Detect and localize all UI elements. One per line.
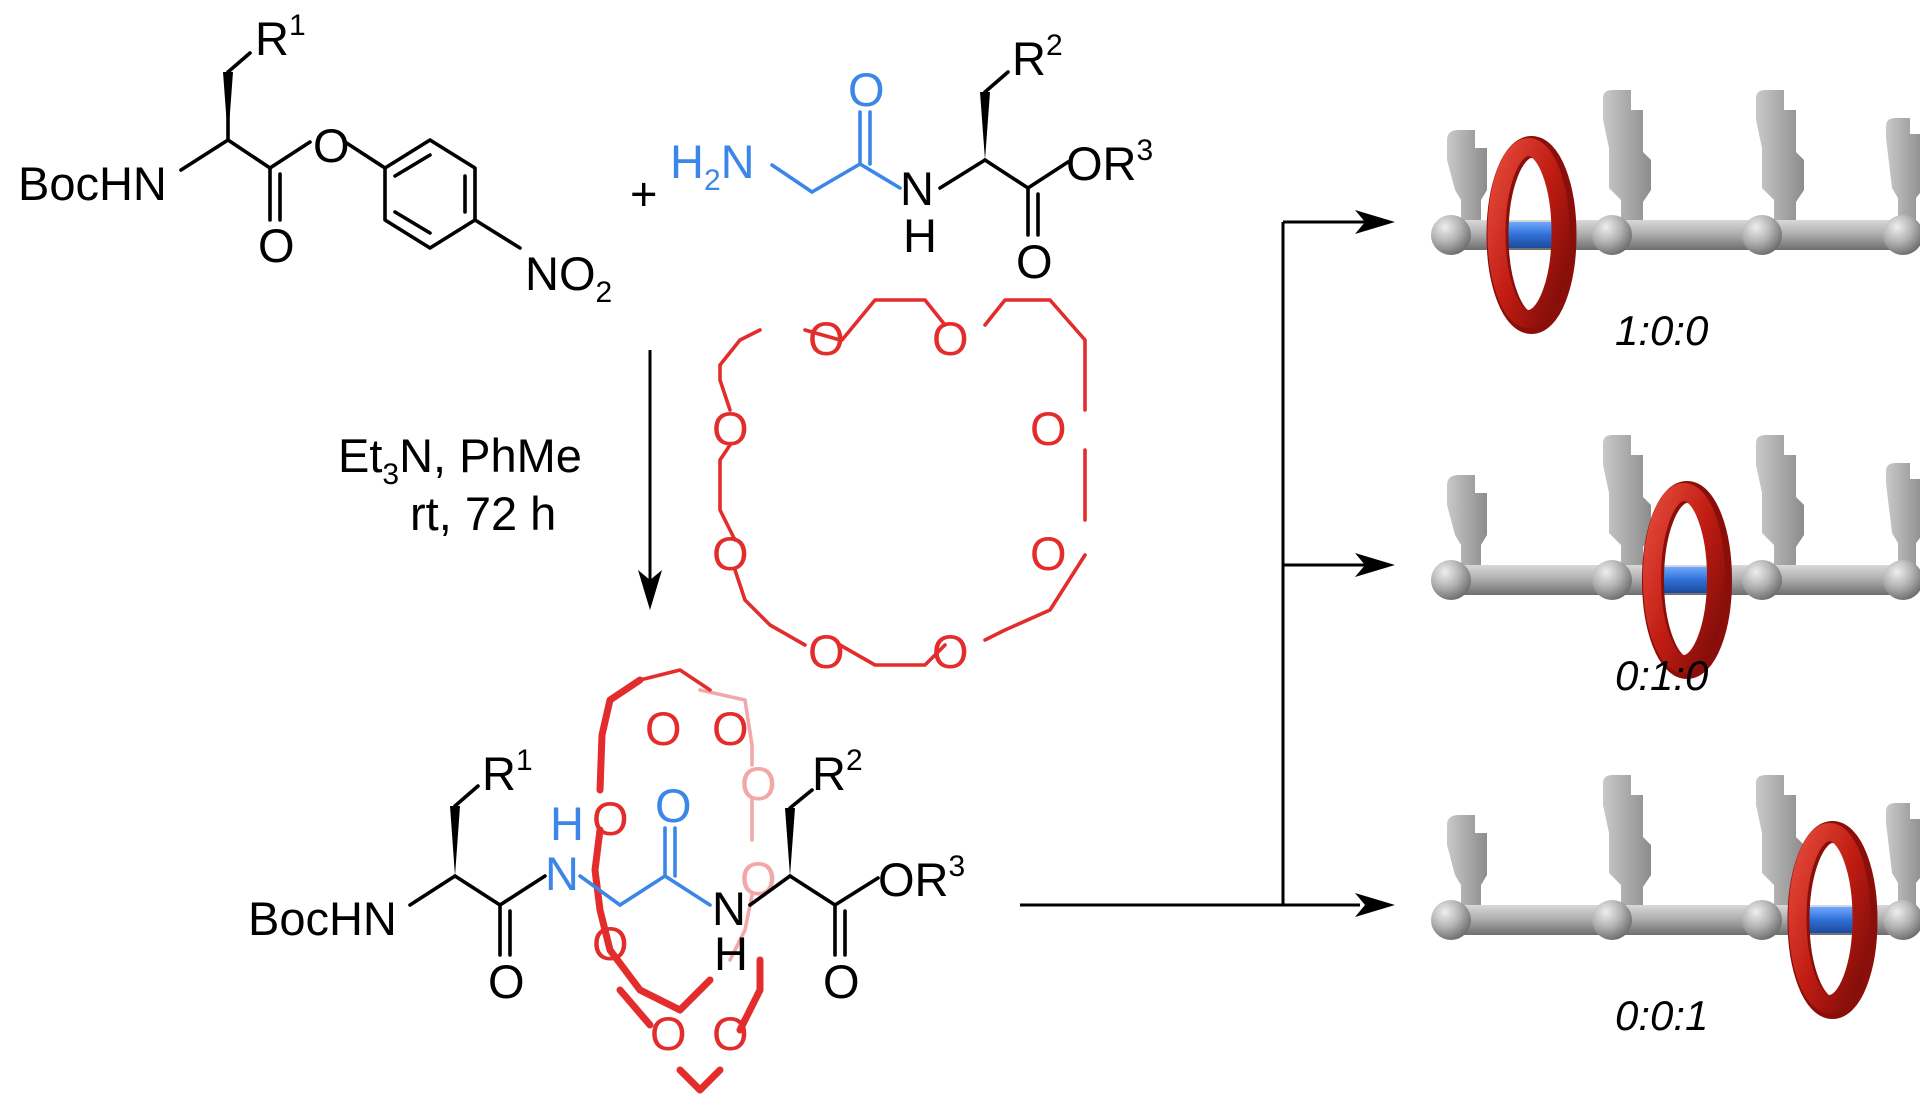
amine-label: H2N: [670, 135, 755, 197]
branch-arrows: [1020, 210, 1395, 917]
crown-oxygen-front: O: [712, 702, 749, 755]
crown-oxygen: O: [932, 625, 969, 678]
arrow-head-bottom: [1355, 893, 1395, 917]
plus-sign: +: [630, 167, 657, 220]
amide-n-label: N: [900, 162, 934, 215]
outcome-models: 1:0:0 0:1:0 0:0:1: [1431, 90, 1920, 1039]
crown-oxygen-back: O: [740, 852, 777, 905]
carbonyl-oxygen-label: O: [258, 219, 295, 272]
reactant-1-bonds: [179, 51, 522, 250]
reactant-1: R1 BocHN O O NO2: [18, 9, 612, 309]
glycine-station-front: [1519, 222, 1544, 248]
or3-label: OR3: [1066, 134, 1153, 190]
rotaxane-model: 0:1:0: [1431, 435, 1920, 699]
ester-carbonyl-oxygen: O: [1016, 235, 1053, 288]
product-r1-label: R1: [482, 744, 533, 800]
product-amide-n: N: [712, 882, 746, 935]
conditions-line-2: rt, 72 h: [410, 487, 556, 540]
crown-oxygen: O: [712, 402, 749, 455]
product-glycine-h: H: [550, 797, 584, 850]
product-bochn-label: BocHN: [248, 892, 397, 945]
glycine-carbonyl-oxygen: O: [848, 63, 885, 116]
product-glycine-carbonyl-o: O: [655, 779, 692, 832]
product-glycine-n: N: [545, 847, 579, 900]
product-amide-h: H: [714, 927, 748, 980]
glycine-station-front: [1820, 907, 1845, 933]
ratio-label: 0:1:0: [1615, 652, 1709, 699]
glycine-station-front: [1675, 567, 1699, 593]
crown-oxygen-front: O: [645, 702, 682, 755]
rotaxane-product: O O O O O O O O BocHN R1 O H N O N H: [248, 668, 965, 1094]
rotaxane-model: 0:0:1: [1431, 775, 1920, 1039]
crown-oxygen-front: O: [592, 792, 629, 845]
product-carbonyl-oxygen-right: O: [823, 955, 860, 1008]
reaction-conditions: Et3N, PhMe rt, 72 h: [338, 350, 662, 610]
macrocycle-ring: [1788, 823, 1871, 1013]
crown-ether-24c8: O O O O O O O O: [712, 298, 1087, 678]
crown-oxygen-back: O: [740, 757, 777, 810]
crown-oxygen: O: [1030, 402, 1067, 455]
ratio-label: 1:0:0: [1615, 307, 1709, 354]
product-carbonyl-oxygen-left: O: [488, 955, 525, 1008]
product-r2-label: R2: [812, 744, 863, 800]
ratio-label: 0:0:1: [1615, 992, 1708, 1039]
crown-oxygen: O: [808, 312, 845, 365]
crown-oxygen: O: [808, 625, 845, 678]
r2-label: R2: [1012, 29, 1063, 85]
arrow-head-middle: [1355, 553, 1395, 577]
bochn-label: BocHN: [18, 157, 167, 210]
crown-oxygen-front: O: [650, 1007, 687, 1060]
ester-oxygen-label: O: [313, 119, 350, 172]
amide-h-label: H: [903, 209, 937, 262]
reactant-2: H2N O N H R2 O OR3: [670, 29, 1153, 288]
down-arrow-head: [638, 570, 662, 610]
crown-oxygen: O: [932, 312, 969, 365]
crown-oxygen-front: O: [712, 1007, 749, 1060]
r1-label: R1: [255, 9, 306, 65]
crown-oxygen: O: [1030, 527, 1067, 580]
conditions-line-1: Et3N, PhMe: [338, 429, 582, 491]
nitro-label: NO2: [525, 247, 612, 309]
crown-oxygen: O: [712, 527, 749, 580]
arrow-head-top: [1355, 210, 1395, 234]
rotaxane-model: 1:0:0: [1431, 90, 1920, 354]
crown-oxygen-front: O: [592, 917, 629, 970]
product-or3-label: OR3: [878, 850, 965, 906]
macrocycle-ring: [1487, 138, 1570, 328]
macrocycle-ring: [1643, 483, 1725, 673]
